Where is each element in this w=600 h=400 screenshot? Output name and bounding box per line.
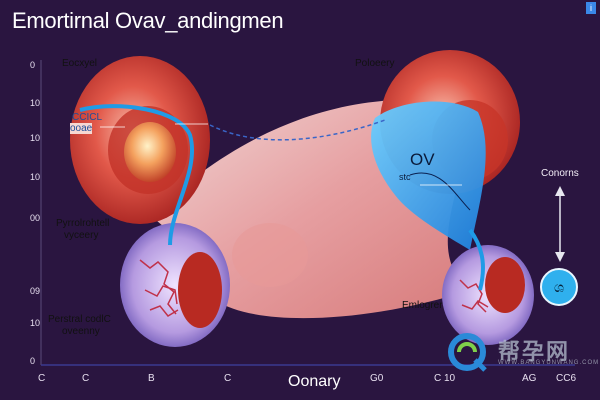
y-tick: 10	[30, 172, 41, 182]
y-tick: 0	[30, 60, 36, 70]
x-tick: C	[82, 373, 90, 384]
bottom-right-red-mass	[485, 257, 525, 313]
label-middle-left-b: vyceery	[64, 230, 99, 241]
x-tick: G0	[370, 373, 384, 384]
bottom-left-follicle-net	[139, 259, 179, 317]
label-bottom-left-a: Perstral codlC	[48, 314, 111, 325]
watermark-text: 帮孕网	[498, 340, 571, 365]
x-tick: C	[224, 373, 232, 384]
label-inner-left-a: CCICL	[72, 112, 103, 123]
label-inner-left-b: ooae	[70, 123, 93, 134]
dashed-connector	[209, 119, 386, 141]
x-tick: CC6	[556, 373, 577, 384]
x-tick: C	[38, 373, 46, 384]
vertical-arrow-up-head	[555, 186, 565, 196]
blue-guide-curve	[79, 104, 194, 246]
label-bottom-left-b: oveenny	[62, 326, 100, 337]
blue-vessel-line	[409, 172, 471, 211]
vertical-arrow-down-head	[555, 252, 565, 262]
bottom-left-red-mass	[178, 252, 222, 328]
label-top-right-structure: Poloeery	[355, 58, 395, 69]
watermark-logo-icon	[448, 333, 487, 372]
info-badge[interactable]: i	[586, 2, 596, 14]
x-axis-label: Oonary	[288, 373, 341, 390]
legend-circle-badge: ශ	[540, 268, 578, 306]
blue-highlight-region	[371, 101, 486, 250]
y-tick: 10	[30, 98, 41, 108]
x-tick: B	[148, 373, 155, 384]
tube-lumen	[232, 223, 308, 287]
label-top-left-structure: Eocxyel	[62, 58, 98, 69]
y-tick: 10	[30, 133, 41, 143]
y-tick: 0	[30, 356, 36, 366]
label-ov: OV	[410, 150, 435, 169]
y-tick: 10	[30, 318, 41, 328]
label-middle-left-a: Pyrrolrohtell	[56, 218, 110, 229]
blue-guide-curve-right	[468, 228, 485, 291]
label-right-top: Conorns	[541, 168, 579, 179]
y-tick: 00	[30, 213, 41, 223]
page-title: Emortirnal Ovav_andingmen	[12, 8, 284, 33]
watermark-subtext: WWW.BANGYUNWANG.COM	[498, 360, 600, 366]
label-bottom-right: Emlogrer	[402, 300, 443, 311]
x-tick: C 10	[434, 373, 456, 384]
label-ov-sub: stc	[399, 172, 411, 182]
top-left-oocyte	[124, 122, 176, 182]
y-tick: 09	[30, 286, 41, 296]
x-tick: AG	[522, 373, 537, 384]
